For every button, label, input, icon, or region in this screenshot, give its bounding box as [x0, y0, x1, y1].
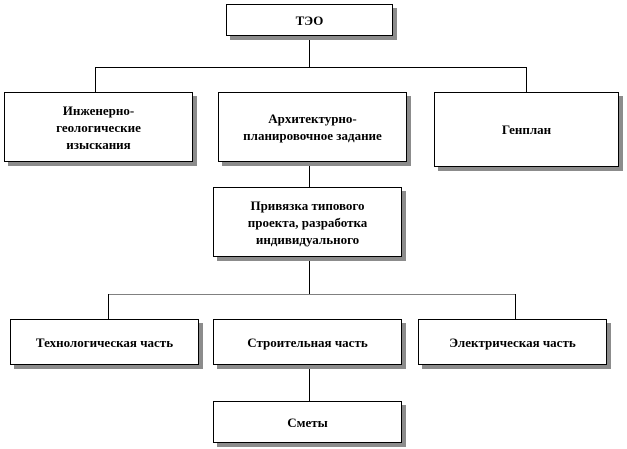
node-project-binding-label: Привязка типового проекта, разработка ин…: [247, 197, 368, 247]
node-master-plan-label: Генплан: [501, 122, 552, 137]
node-electrical-part-label: Электрическая часть: [449, 334, 576, 350]
node-master-plan: Генплан: [434, 92, 619, 167]
node-engineering-surveys-label: Инженерно- геологические изыскания: [56, 102, 141, 152]
node-technological-part-label: Технологическая часть: [35, 334, 174, 350]
node-architectural-task-label: Архитектурно- планировочное задание: [243, 111, 382, 143]
node-engineering-surveys: Инженерно- геологические изыскания: [4, 92, 193, 162]
node-teo: ТЭО: [226, 4, 393, 36]
node-estimates: Сметы: [213, 401, 402, 443]
node-technological-part: Технологическая часть: [10, 319, 199, 365]
node-construction-part-label: Строительная часть: [247, 334, 368, 350]
node-architectural-task: Архитектурно- планировочное задание: [218, 92, 407, 162]
node-teo-label: ТЭО: [295, 12, 324, 28]
node-estimates-label: Сметы: [287, 414, 328, 430]
node-construction-part: Строительная часть: [213, 319, 402, 365]
node-electrical-part: Электрическая часть: [418, 319, 607, 365]
node-project-binding: Привязка типового проекта, разработка ин…: [213, 187, 402, 257]
